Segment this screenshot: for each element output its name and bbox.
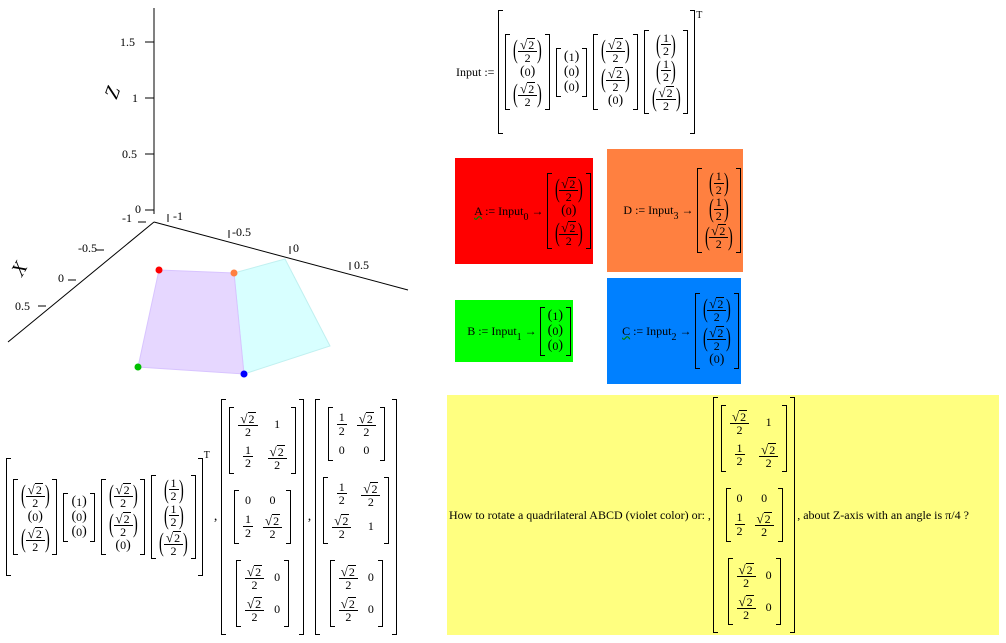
y-tick-label: 0 [293,241,299,255]
y-axis-line [153,221,409,291]
cyan-face [233,258,331,375]
z-tick-label: 1 [132,91,138,105]
y-tick-label: -0.5 [232,225,251,239]
vector-b: (1) (0) (0) [539,306,571,356]
var-a: A [474,203,483,218]
violet-quadrilateral [137,269,245,375]
box-b[interactable]: B := Input1 → (1) (0) (0) [455,300,573,362]
point-a [155,266,163,274]
var-c: C [622,323,631,338]
var-d: D [623,203,633,217]
z-tick-label: 1.5 [120,35,135,49]
z-axis-label: Z [101,83,126,102]
x-axis-label: X [7,257,33,280]
transpose-mark: T [696,10,703,21]
question-suffix: , about Z-axis with an angle is π/4 ? [797,507,969,522]
z-tick-label: 0.5 [122,147,137,161]
question-prefix: How to rotate a quadrilateral ABCD (viol… [449,507,711,522]
point-d [230,269,238,277]
3d-plot[interactable]: 1.5 1 0.5 0 Z -1 -0.5 0 0.5 Y -1 -0.5 0 … [0,0,420,390]
input-label: Input := [456,64,495,79]
y-tick-label: -1 [173,209,183,223]
question-box[interactable]: How to rotate a quadrilateral ABCD (viol… [447,395,999,635]
input-vector-1: (1) (0) (0) [555,47,588,97]
var-b: B [467,323,476,338]
x-tick-label: -0.5 [78,241,97,255]
point-c [240,370,248,378]
x-tick-label: -1 [122,211,132,225]
point-b [134,363,142,371]
x-tick-label: 0 [58,271,64,285]
z-tick-label: 0 [135,202,141,216]
x-axis-line [7,221,155,343]
y-tick-label: 0.5 [354,258,369,272]
bl-transpose-mark: T [203,450,210,461]
x-tick-label: 0.5 [15,299,30,313]
